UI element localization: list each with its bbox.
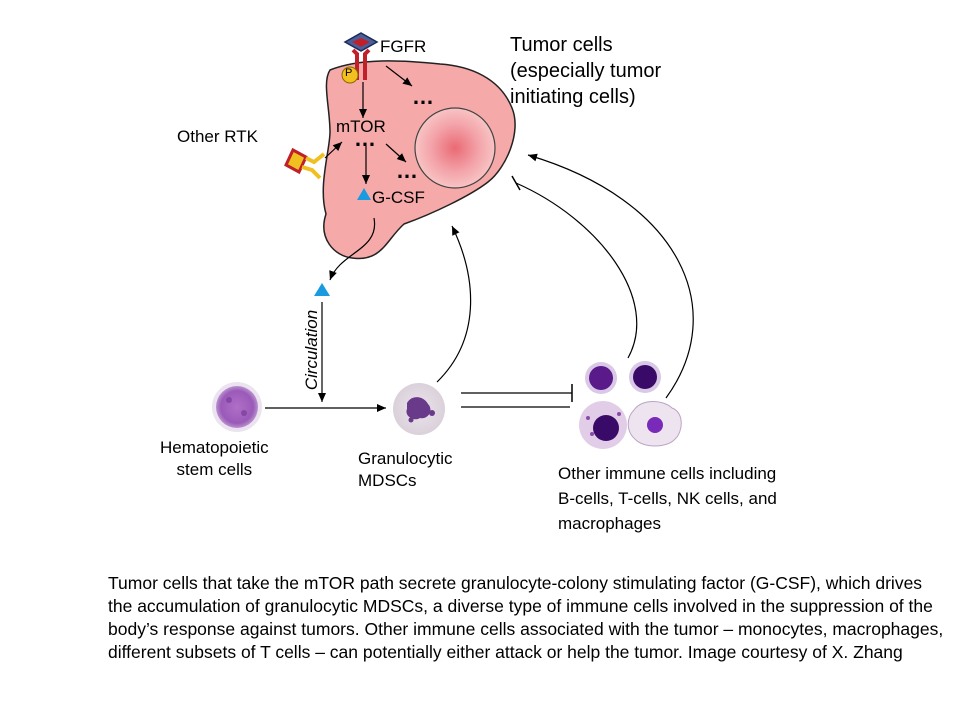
mdsc-to-tumor-arrow (436, 225, 472, 383)
other-rtk-label: Other RTK (177, 127, 258, 146)
tumor-cells-line-1: Tumor cells (510, 34, 613, 56)
immune-label-line-3: macrophages (558, 514, 662, 533)
tumor-cells-line-3: initiating cells) (510, 86, 636, 108)
hsc-label: Hematopoietic stem cells (160, 437, 269, 481)
immune-cells-label: Other immune cells including B-cells, T-… (558, 461, 777, 536)
mtor-to-nucleus-arrow (385, 143, 407, 163)
hsc-label-line-2: stem cells (176, 460, 253, 479)
immune-inhibits-tumor-bar (511, 175, 521, 191)
rtk-to-mtor-arrow (324, 141, 343, 159)
fgfr-label: FGFR (380, 37, 427, 56)
phospho-icon (341, 66, 359, 84)
circulation-label: Circulation (302, 309, 321, 391)
figure-caption: Tumor cells that take the mTOR path secr… (108, 573, 944, 662)
tumor-nucleus (414, 107, 496, 189)
ellipsis-icon-1: … (412, 84, 436, 109)
mdsc-label-line-2: MDSCs (358, 471, 417, 490)
fgfr-to-dots-arrow (385, 65, 413, 87)
immune-to-tumor-arrow (527, 153, 694, 399)
ellipsis-icon-3: … (396, 158, 420, 183)
macrophage-icon (627, 401, 682, 447)
lymphocyte-icon-1 (585, 362, 617, 394)
nk-cell-icon (579, 401, 627, 449)
gcsf-label: G-CSF (372, 188, 425, 207)
hsc-cell-icon (212, 382, 262, 432)
mdsc-cell-icon (393, 383, 445, 435)
immune-label-line-1: Other immune cells including (558, 464, 777, 483)
lymphocyte-icon-2 (629, 361, 661, 393)
immune-label-line-2: B-cells, T-cells, NK cells, and (558, 489, 777, 508)
other-rtk-icon (284, 147, 326, 180)
tumor-cells-line-2: (especially tumor (510, 60, 662, 82)
gcsf-triangle-icon (357, 188, 371, 200)
gcsf-circulating-triangle-icon (314, 283, 330, 296)
gcsf-secretion-arrow (329, 217, 376, 281)
mdsc-label: Granulocytic MDSCs (358, 448, 452, 492)
hsc-label-line-1: Hematopoietic (160, 438, 269, 457)
mdsc-label-line-1: Granulocytic (358, 449, 453, 468)
immune-inhibits-tumor-line (515, 182, 638, 359)
phospho-label: P (345, 67, 353, 79)
mtor-label: mTOR (336, 117, 386, 136)
tumor-cells-label: Tumor cells (especially tumor initiating… (510, 32, 661, 110)
ellipsis-icon-2: … (354, 126, 378, 151)
